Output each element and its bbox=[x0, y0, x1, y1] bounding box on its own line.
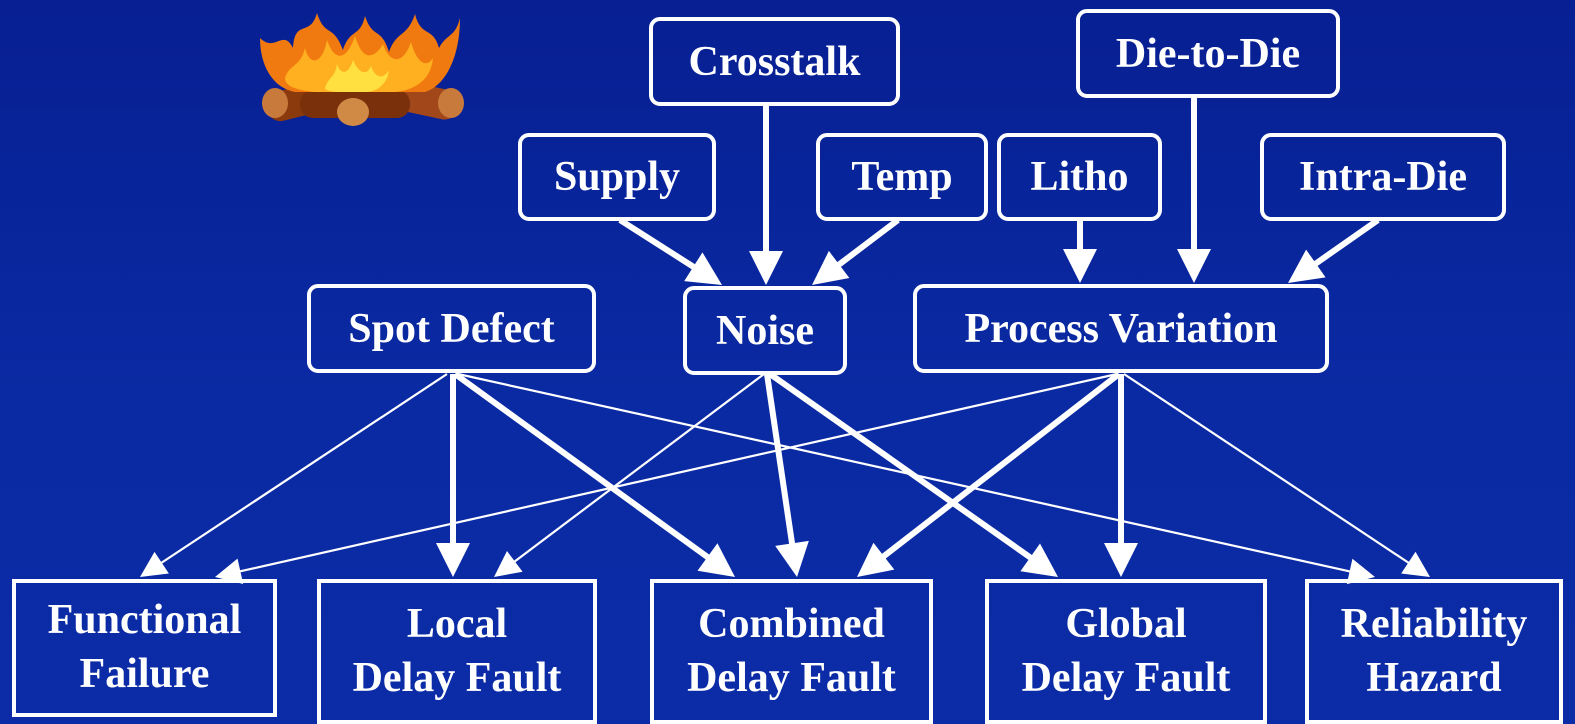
arrowhead-icon bbox=[1177, 249, 1211, 283]
node-litho-label: Litho bbox=[1030, 154, 1129, 200]
node-reliability-hazard-line1: Reliability bbox=[1340, 600, 1528, 647]
node-combined-delay-fault-line2: Delay Fault bbox=[687, 654, 896, 701]
edge-line bbox=[457, 372, 1352, 573]
arrowhead-icon bbox=[1288, 249, 1326, 283]
node-combined-delay-fault: Combined Delay Fault bbox=[650, 579, 933, 724]
edge-line bbox=[453, 371, 711, 561]
node-spot-defect-label: Spot Defect bbox=[348, 305, 555, 352]
edge-line bbox=[1123, 373, 1411, 565]
edge-process-variation-to-combined-delay-fault bbox=[857, 371, 1121, 577]
node-litho: Litho bbox=[997, 133, 1162, 221]
edge-temp-to-noise bbox=[812, 217, 900, 285]
node-temp-label: Temp bbox=[851, 154, 953, 200]
arrowhead-icon bbox=[1104, 543, 1138, 577]
node-local-delay-fault-line1: Local bbox=[406, 600, 508, 647]
arrowhead-icon bbox=[436, 543, 470, 577]
node-crosstalk: Crosstalk bbox=[649, 17, 900, 106]
edge-die-to-die-to-process-variation bbox=[1177, 98, 1211, 283]
node-functional-failure-line2: Failure bbox=[79, 651, 210, 697]
node-reliability-hazard-line2: Hazard bbox=[1366, 654, 1502, 701]
node-reliability-hazard: Reliability Hazard bbox=[1305, 579, 1563, 724]
arrowhead-icon bbox=[1063, 249, 1097, 283]
node-global-delay-fault-line2: Delay Fault bbox=[1021, 654, 1231, 701]
arrowhead-icon bbox=[1020, 543, 1058, 577]
edge-line bbox=[768, 371, 1034, 562]
node-combined-delay-fault-line1: Combined bbox=[698, 600, 885, 647]
node-supply-label: Supply bbox=[553, 154, 681, 200]
edge-spot-defect-to-combined-delay-fault bbox=[453, 371, 735, 577]
arrowhead-icon bbox=[494, 550, 523, 577]
node-process-variation-label: Process Variation bbox=[964, 305, 1278, 352]
node-noise-label: Noise bbox=[716, 307, 814, 354]
node-crosstalk-label: Crosstalk bbox=[688, 38, 861, 85]
edge-litho-to-process-variation bbox=[1063, 220, 1097, 283]
node-functional-failure: Functional Failure bbox=[12, 579, 277, 717]
edge-line bbox=[238, 372, 1118, 573]
node-die-to-die-label: Die-to-Die bbox=[1115, 30, 1301, 77]
edge-crosstalk-to-noise bbox=[749, 106, 783, 285]
node-noise: Noise bbox=[683, 286, 847, 375]
edge-line bbox=[880, 371, 1121, 560]
edge-process-variation-to-functional-failure bbox=[215, 372, 1118, 584]
arrowhead-icon bbox=[812, 250, 850, 285]
node-process-variation: Process Variation bbox=[913, 284, 1329, 373]
edge-intra-die-to-process-variation bbox=[1288, 217, 1380, 283]
edge-spot-defect-to-functional-failure bbox=[140, 373, 448, 577]
edge-line bbox=[764, 373, 796, 546]
edge-noise-to-global-delay-fault bbox=[768, 371, 1058, 577]
log-icon bbox=[262, 68, 464, 126]
arrowhead-icon bbox=[215, 558, 244, 584]
node-functional-failure-line1: Functional bbox=[47, 597, 242, 644]
node-intra-die: Intra-Die bbox=[1260, 133, 1506, 221]
node-local-delay-fault: Local Delay Fault bbox=[317, 579, 597, 724]
edge-line bbox=[618, 217, 697, 271]
node-local-delay-fault-line2: Delay Fault bbox=[352, 654, 562, 701]
node-supply: Supply bbox=[518, 133, 716, 221]
arrowhead-icon bbox=[749, 251, 783, 285]
node-intra-die-label: Intra-Die bbox=[1299, 154, 1467, 200]
edge-line bbox=[159, 373, 448, 565]
edge-spot-defect-to-reliability-hazard bbox=[457, 372, 1375, 585]
edge-noise-to-local-delay-fault bbox=[494, 373, 765, 577]
edge-process-variation-to-global-delay-fault bbox=[1104, 374, 1138, 577]
flame-icon bbox=[260, 13, 460, 92]
edge-process-variation-to-reliability-hazard bbox=[1123, 373, 1430, 577]
arrowhead-icon bbox=[684, 252, 722, 285]
campfire-icon bbox=[260, 13, 464, 126]
node-spot-defect: Spot Defect bbox=[307, 284, 596, 373]
arrowhead-icon bbox=[697, 543, 735, 577]
edge-line bbox=[512, 373, 765, 564]
edge-noise-to-combined-delay-fault bbox=[764, 373, 809, 577]
node-global-delay-fault: Global Delay Fault bbox=[985, 579, 1267, 724]
edge-spot-defect-to-local-delay-fault bbox=[436, 374, 470, 577]
node-temp: Temp bbox=[816, 133, 988, 221]
edge-line bbox=[1312, 217, 1380, 268]
arrowhead-icon bbox=[1401, 551, 1430, 577]
arrowhead-icon bbox=[140, 551, 169, 577]
edge-line bbox=[835, 217, 900, 269]
arrowhead-icon bbox=[775, 540, 809, 577]
node-global-delay-fault-line1: Global bbox=[1065, 600, 1187, 647]
arrowhead-icon bbox=[857, 542, 895, 577]
node-die-to-die: Die-to-Die bbox=[1076, 9, 1340, 98]
arrowhead-icon bbox=[1346, 558, 1375, 585]
edge-supply-to-noise bbox=[618, 217, 722, 285]
